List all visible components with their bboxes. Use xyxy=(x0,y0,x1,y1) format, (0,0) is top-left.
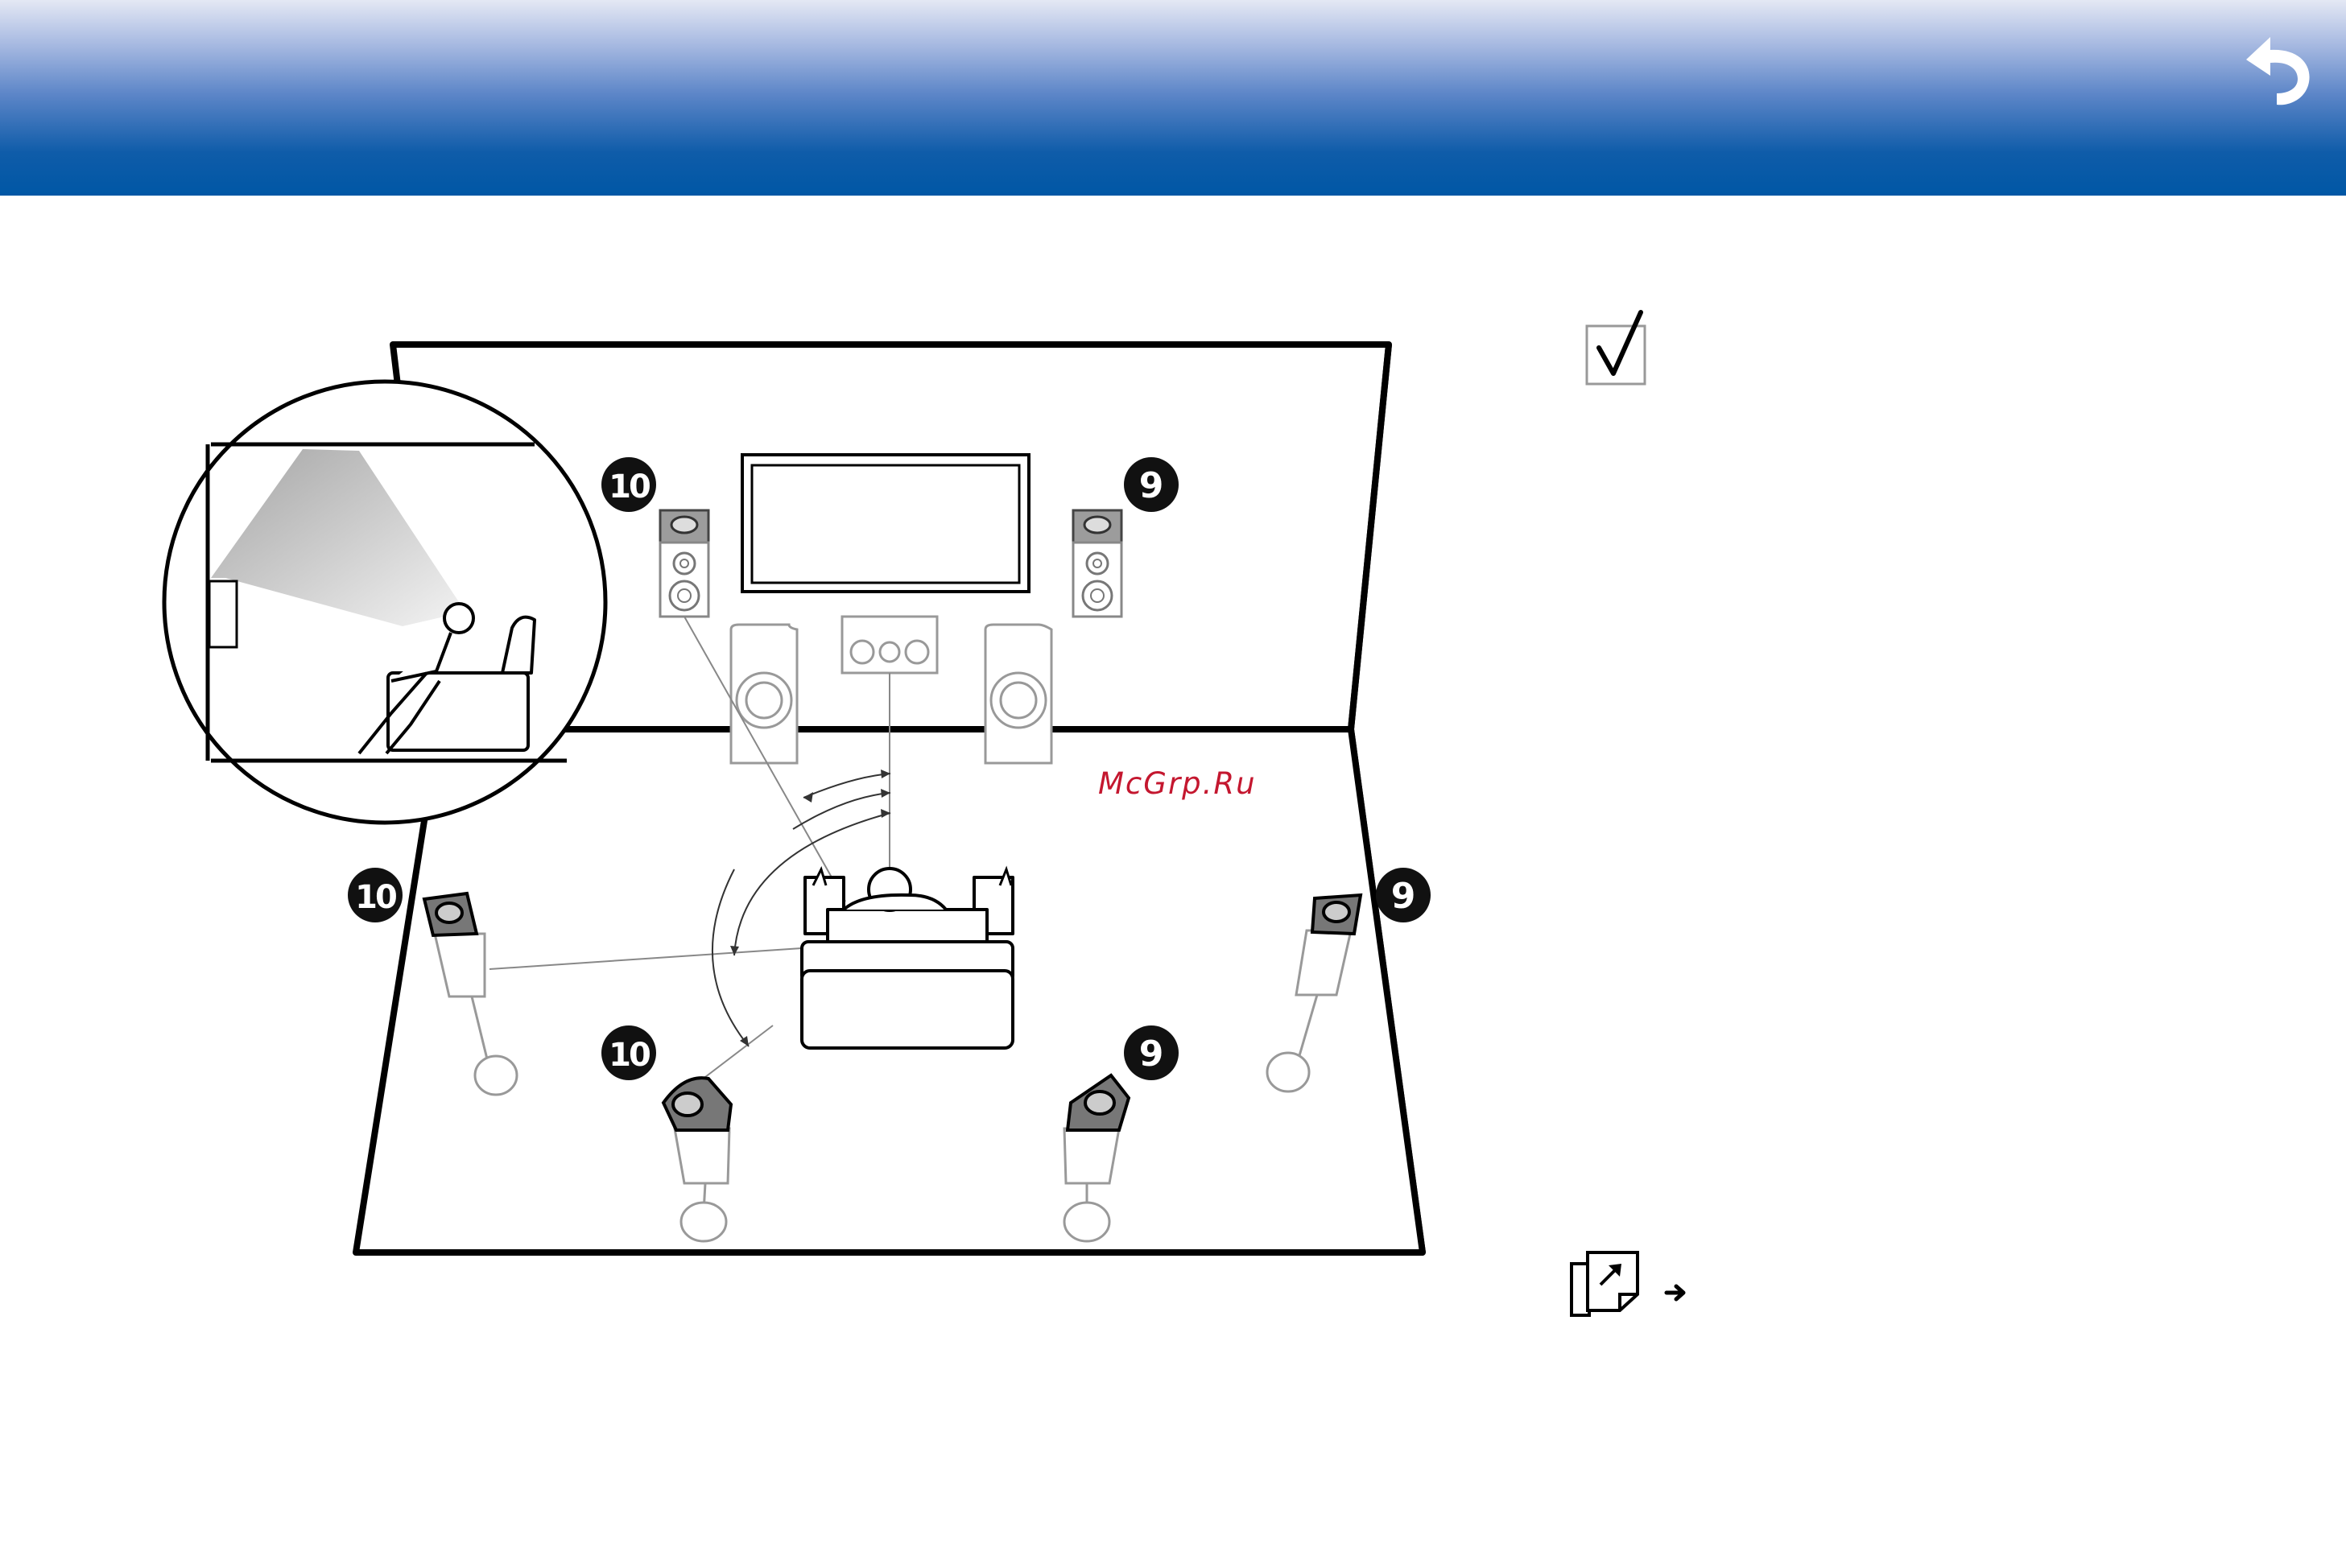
back-arrow-icon[interactable] xyxy=(2222,29,2319,109)
watermark-text: McGrp.Ru xyxy=(1098,766,1257,801)
marker-front-high-left: 10 xyxy=(609,468,650,505)
marker-surround-left: 10 xyxy=(355,879,396,916)
speaker-layout-diagram: 10 9 10 9 10 9 xyxy=(153,322,1473,1288)
page-link-icon[interactable] xyxy=(1568,1248,1641,1320)
marker-front-high-right: 9 xyxy=(1139,465,1164,506)
marker-surround-back-right: 9 xyxy=(1139,1034,1164,1075)
header-bar xyxy=(0,0,2346,196)
marker-surround-right: 9 xyxy=(1391,876,1416,917)
arrow-right-icon xyxy=(1663,1280,1689,1306)
checkbox-check-icon xyxy=(1584,309,1657,386)
marker-surround-back-left: 10 xyxy=(609,1037,650,1074)
